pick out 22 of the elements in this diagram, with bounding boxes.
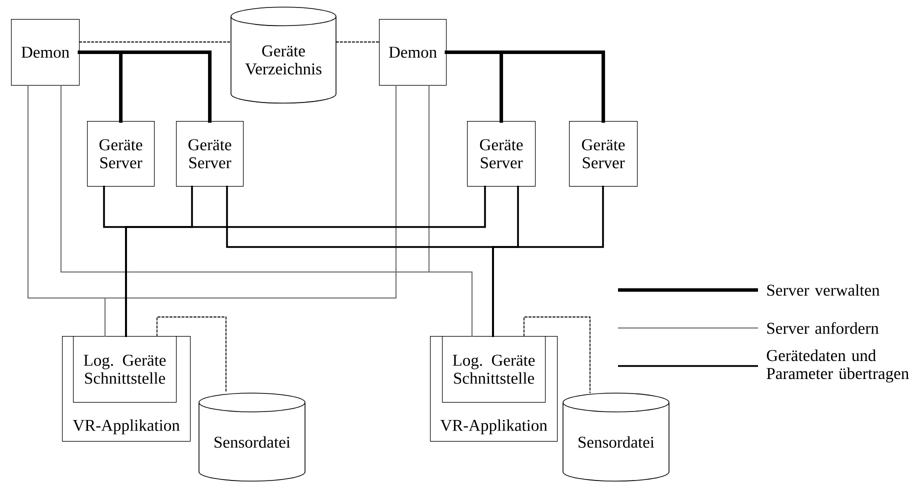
cylinder: Sensordatei	[562, 392, 670, 482]
cylinder: Sensordatei	[198, 392, 306, 482]
cylinder: Geräte Verzeichnis	[230, 6, 336, 104]
process-box: Demon	[11, 19, 80, 86]
connector	[444, 50, 606, 123]
legend-text: Gerätedaten und Parameter übertragen	[766, 350, 909, 382]
process-box: Geräte Server	[467, 121, 536, 187]
connector	[156, 316, 226, 394]
connector	[428, 85, 472, 336]
process-box: Geräte Server	[569, 121, 638, 187]
connector	[104, 85, 396, 336]
process-box: Demon	[379, 19, 447, 86]
process-box: Geräte Server	[176, 121, 244, 187]
connector	[524, 316, 590, 394]
process-box: Log. Geräte Schnittstelle	[442, 336, 546, 403]
process-box: Geräte Server	[87, 121, 155, 187]
connector	[125, 186, 486, 337]
legend-text: Server anfordern	[767, 322, 879, 334]
process-box: Log. Geräte Schnittstelle	[73, 336, 177, 403]
legend-text: Server verwalten	[767, 284, 880, 296]
connector	[78, 50, 212, 123]
connector	[492, 186, 604, 337]
